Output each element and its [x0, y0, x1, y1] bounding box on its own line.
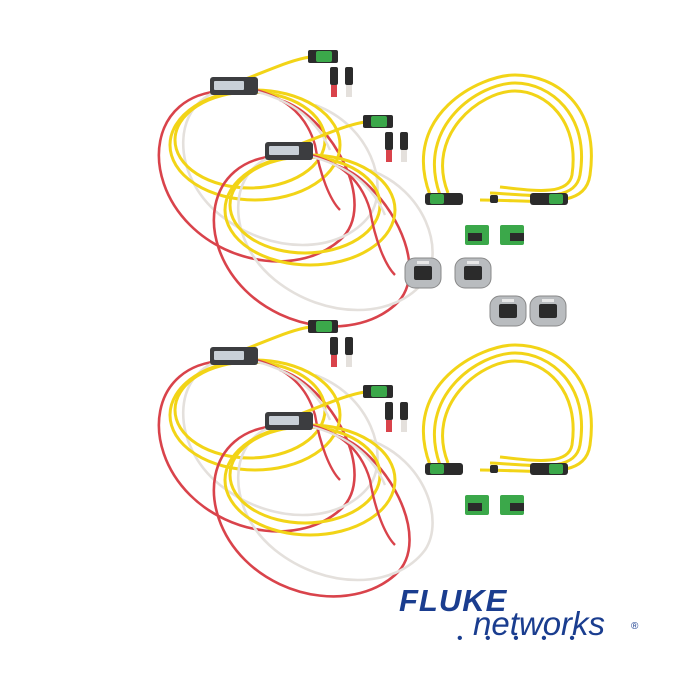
trunk-cable-icon — [421, 343, 593, 517]
logo-registered-mark: ® — [631, 621, 639, 632]
logo-sub: networks — [473, 605, 606, 642]
rj45-adapter-icon — [404, 257, 442, 289]
rj45-adapter-icon — [529, 295, 567, 327]
logo-dots: • • • • • — [457, 630, 584, 647]
rj45-adapter-icon — [489, 295, 527, 327]
trunk-cable-icon — [421, 73, 593, 247]
logo-brand: FLUKE — [399, 583, 508, 618]
fluke-networks-logo: FLUKE networks ® • • • • • — [395, 583, 655, 653]
rj45-adapter-icon — [454, 257, 492, 289]
